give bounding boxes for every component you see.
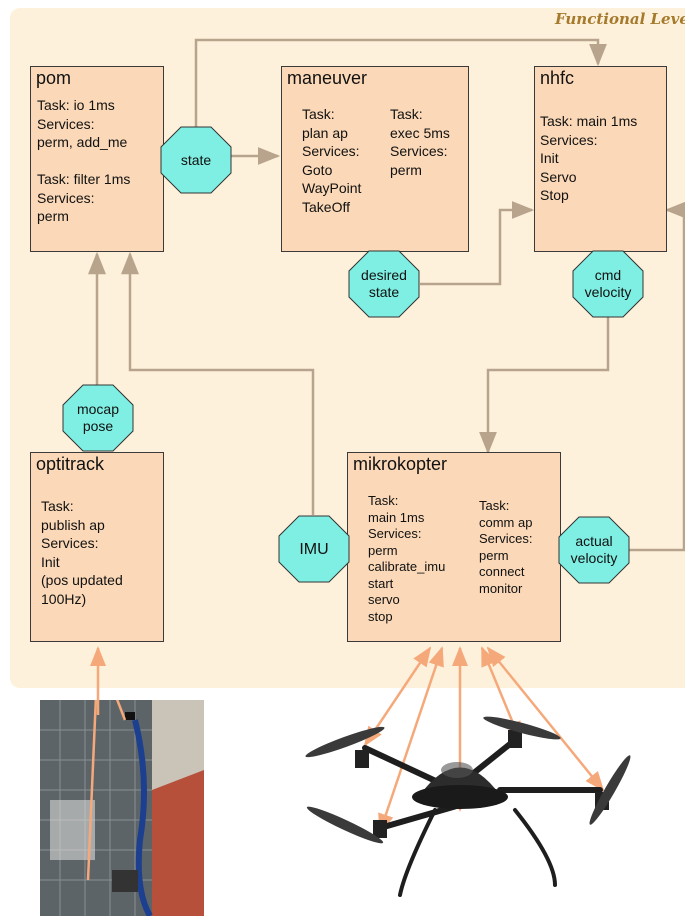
optitrack-body: Task: publish ap Services: Init (pos upd… bbox=[41, 498, 123, 607]
pom-body: Task: io 1ms Services: perm, add_me Task… bbox=[37, 97, 131, 224]
connector-cmd-velocity-to-mikrokopter bbox=[479, 317, 610, 455]
mikrokopter-col-1: Task: main 1ms Services: perm calibrate_… bbox=[368, 493, 446, 624]
maneuver-col-1: Task: plan ap Services: Goto WayPoint Ta… bbox=[302, 106, 362, 215]
optitrack-title: optitrack bbox=[36, 454, 105, 474]
pom-component: pom Task: io 1ms Services: perm, add_me … bbox=[30, 66, 164, 252]
mikrokopter-col-2: Task: comm ap Services: perm connect mon… bbox=[479, 498, 533, 596]
connector-state-to-nhfc bbox=[194, 38, 607, 128]
state-port: state bbox=[160, 126, 232, 194]
maneuver-component: maneuver Task: plan ap Services: Goto Wa… bbox=[281, 66, 469, 252]
state-port-label: state bbox=[180, 151, 212, 168]
desired-state-port-label: desired state bbox=[361, 267, 407, 300]
desired-state-port: desired state bbox=[348, 250, 420, 318]
maneuver-title: maneuver bbox=[287, 68, 368, 88]
pom-title: pom bbox=[36, 68, 72, 88]
mocap-pose-port: mocap pose bbox=[62, 384, 134, 452]
link-motor-front bbox=[378, 646, 444, 834]
mikrokopter-component: mikrokopter Task: main 1ms Services: per… bbox=[347, 452, 561, 642]
actual-velocity-port-label: actual velocity bbox=[570, 533, 618, 566]
mocap-arena-photo bbox=[40, 700, 204, 916]
mikrokopter-title: mikrokopter bbox=[353, 454, 448, 474]
cmd-velocity-port: cmd velocity bbox=[572, 250, 644, 318]
link-motor-rear bbox=[486, 646, 605, 792]
actual-velocity-port: actual velocity bbox=[558, 516, 630, 584]
connector-imu-to-pom bbox=[121, 251, 315, 515]
quadrotor-drone-image bbox=[305, 716, 631, 897]
connector-actual-velocity-to-nhfc bbox=[628, 201, 685, 552]
cmd-velocity-port-label: cmd velocity bbox=[584, 267, 632, 300]
imu-port: IMU bbox=[278, 515, 350, 583]
nhfc-title: nhfc bbox=[540, 68, 575, 88]
optitrack-component: optitrack Task: publish ap Services: Ini… bbox=[30, 452, 164, 642]
connector-desired-state-to-nhfc bbox=[420, 201, 535, 286]
nhfc-component: nhfc Task: main 1ms Services: Init Servo… bbox=[534, 66, 667, 252]
imu-port-label: IMU bbox=[299, 540, 329, 558]
maneuver-col-2: Task: exec 5ms Services: perm bbox=[390, 106, 450, 178]
functional-level-title: Functional Leve bbox=[555, 10, 685, 28]
mocap-pose-port-label: mocap pose bbox=[76, 401, 120, 434]
nhfc-body: Task: main 1ms Services: Init Servo Stop bbox=[540, 113, 638, 203]
